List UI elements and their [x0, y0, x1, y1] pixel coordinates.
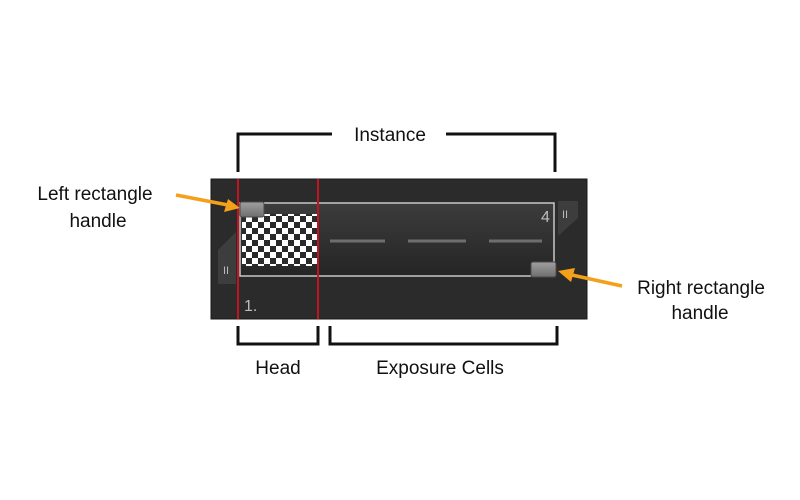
exposure-cells-label: Exposure Cells: [376, 358, 504, 379]
exposure-cells-bracket: [328, 326, 559, 346]
right-handle-arrow: [558, 268, 623, 288]
thumbnail-checkerboard: [242, 214, 317, 266]
left-handle-arrow: [175, 193, 240, 212]
svg-text:II: II: [562, 209, 568, 221]
right-rectangle-handle[interactable]: [530, 261, 557, 278]
head-bracket: [236, 326, 320, 346]
frame-count: 4: [541, 209, 550, 226]
frame-start-number: 1.: [244, 298, 257, 315]
instance-label: Instance: [354, 125, 426, 146]
left-handle-label-line2: handle: [69, 211, 126, 232]
head-label: Head: [255, 358, 300, 379]
svg-text:II: II: [223, 265, 229, 277]
left-rectangle-handle[interactable]: [239, 201, 265, 218]
timeline-panel: II II 4 1.: [210, 178, 588, 320]
left-handle-label: Left rectangle: [37, 184, 152, 205]
instance-bracket: [236, 132, 557, 172]
right-grip-tab[interactable]: II: [558, 201, 578, 236]
left-grip-tab[interactable]: II: [218, 232, 236, 284]
right-handle-label-line2: handle: [671, 303, 728, 324]
right-handle-label: Right rectangle: [637, 278, 765, 299]
